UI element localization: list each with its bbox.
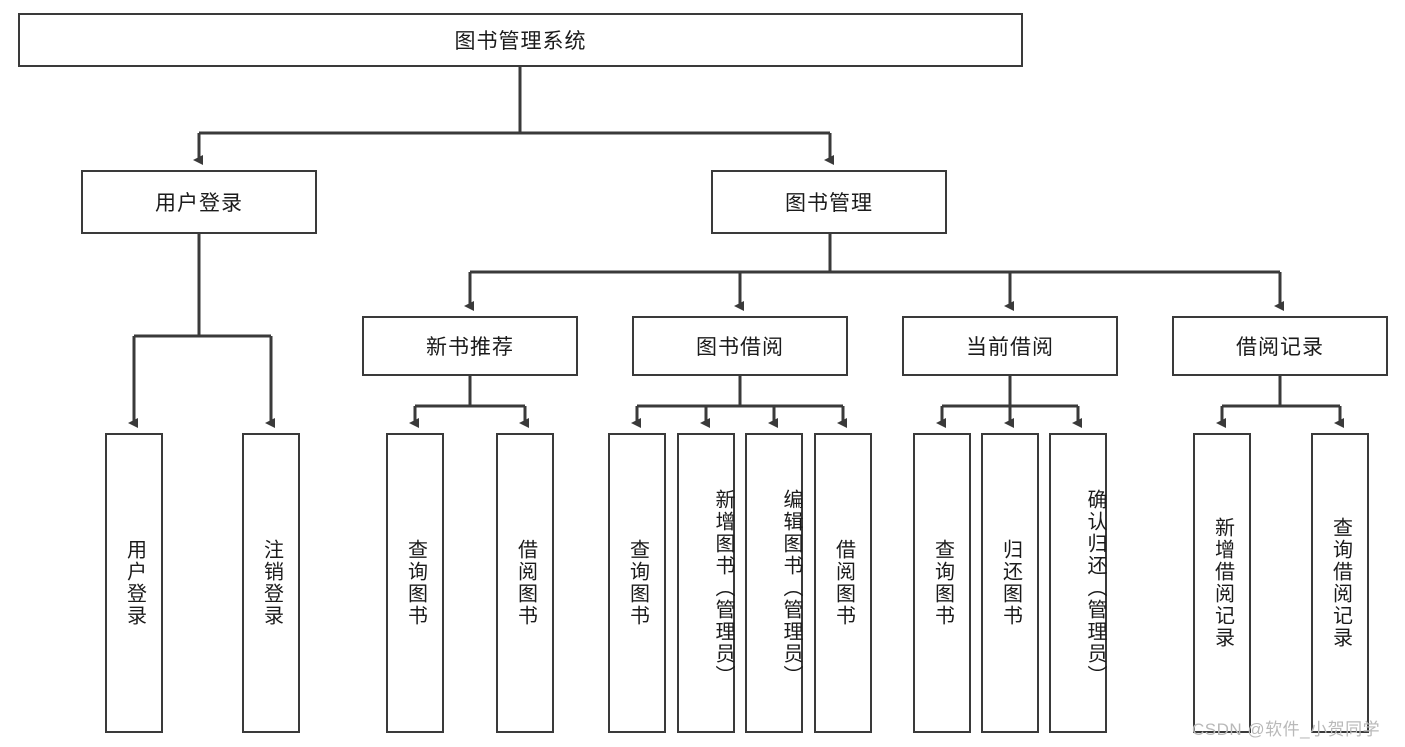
node-new-book-recommend[interactable]: 新书推荐: [362, 316, 578, 376]
node-root-label: 图书管理系统: [454, 30, 587, 53]
node-current-borrow-label: 当前借阅: [966, 336, 1054, 359]
leaf-confirm-return[interactable]: 确认归还（管理员）: [1049, 433, 1107, 733]
node-borrow-record[interactable]: 借阅记录: [1172, 316, 1388, 376]
node-book-borrow-label: 图书借阅: [696, 336, 784, 359]
node-root[interactable]: 图书管理系统: [18, 13, 1023, 67]
node-book-borrow[interactable]: 图书借阅: [632, 316, 848, 376]
node-current-borrow[interactable]: 当前借阅: [902, 316, 1118, 376]
leaf-user-login[interactable]: 用户登录: [105, 433, 163, 733]
leaf-edit-book-label: 编辑图书（管理员）: [780, 489, 802, 687]
leaf-borrow-book-1[interactable]: 借阅图书: [496, 433, 554, 733]
leaf-logout-login-label: 注销登录: [260, 539, 283, 627]
csdn-watermark: CSDN @软件_小贺同学: [1192, 720, 1381, 739]
node-borrow-record-label: 借阅记录: [1236, 336, 1324, 359]
node-user-login[interactable]: 用户登录: [81, 170, 317, 234]
leaf-add-record-label: 新增借阅记录: [1211, 517, 1234, 649]
leaf-borrow-book-1-label: 借阅图书: [514, 539, 537, 627]
leaf-add-record[interactable]: 新增借阅记录: [1193, 433, 1251, 733]
node-user-login-label: 用户登录: [155, 192, 243, 215]
leaf-query-record[interactable]: 查询借阅记录: [1311, 433, 1369, 733]
leaf-add-book[interactable]: 新增图书（管理员）: [677, 433, 735, 733]
leaf-query-book-1-label: 查询图书: [404, 539, 427, 627]
node-book-manage-label: 图书管理: [785, 192, 873, 215]
leaf-user-login-label: 用户登录: [123, 539, 146, 627]
leaf-query-book-3-label: 查询图书: [931, 539, 954, 627]
leaf-query-record-label: 查询借阅记录: [1329, 517, 1352, 649]
node-book-manage[interactable]: 图书管理: [711, 170, 947, 234]
leaf-confirm-return-label: 确认归还（管理员）: [1084, 489, 1106, 687]
leaf-return-book-label: 归还图书: [999, 539, 1022, 627]
leaf-query-book-1[interactable]: 查询图书: [386, 433, 444, 733]
leaf-query-book-2[interactable]: 查询图书: [608, 433, 666, 733]
leaf-borrow-book-2[interactable]: 借阅图书: [814, 433, 872, 733]
leaf-logout-login[interactable]: 注销登录: [242, 433, 300, 733]
leaf-add-book-label: 新增图书（管理员）: [712, 489, 734, 687]
leaf-query-book-3[interactable]: 查询图书: [913, 433, 971, 733]
leaf-query-book-2-label: 查询图书: [626, 539, 649, 627]
leaf-return-book[interactable]: 归还图书: [981, 433, 1039, 733]
node-new-book-recommend-label: 新书推荐: [426, 336, 514, 359]
leaf-borrow-book-2-label: 借阅图书: [832, 539, 855, 627]
leaf-edit-book[interactable]: 编辑图书（管理员）: [745, 433, 803, 733]
